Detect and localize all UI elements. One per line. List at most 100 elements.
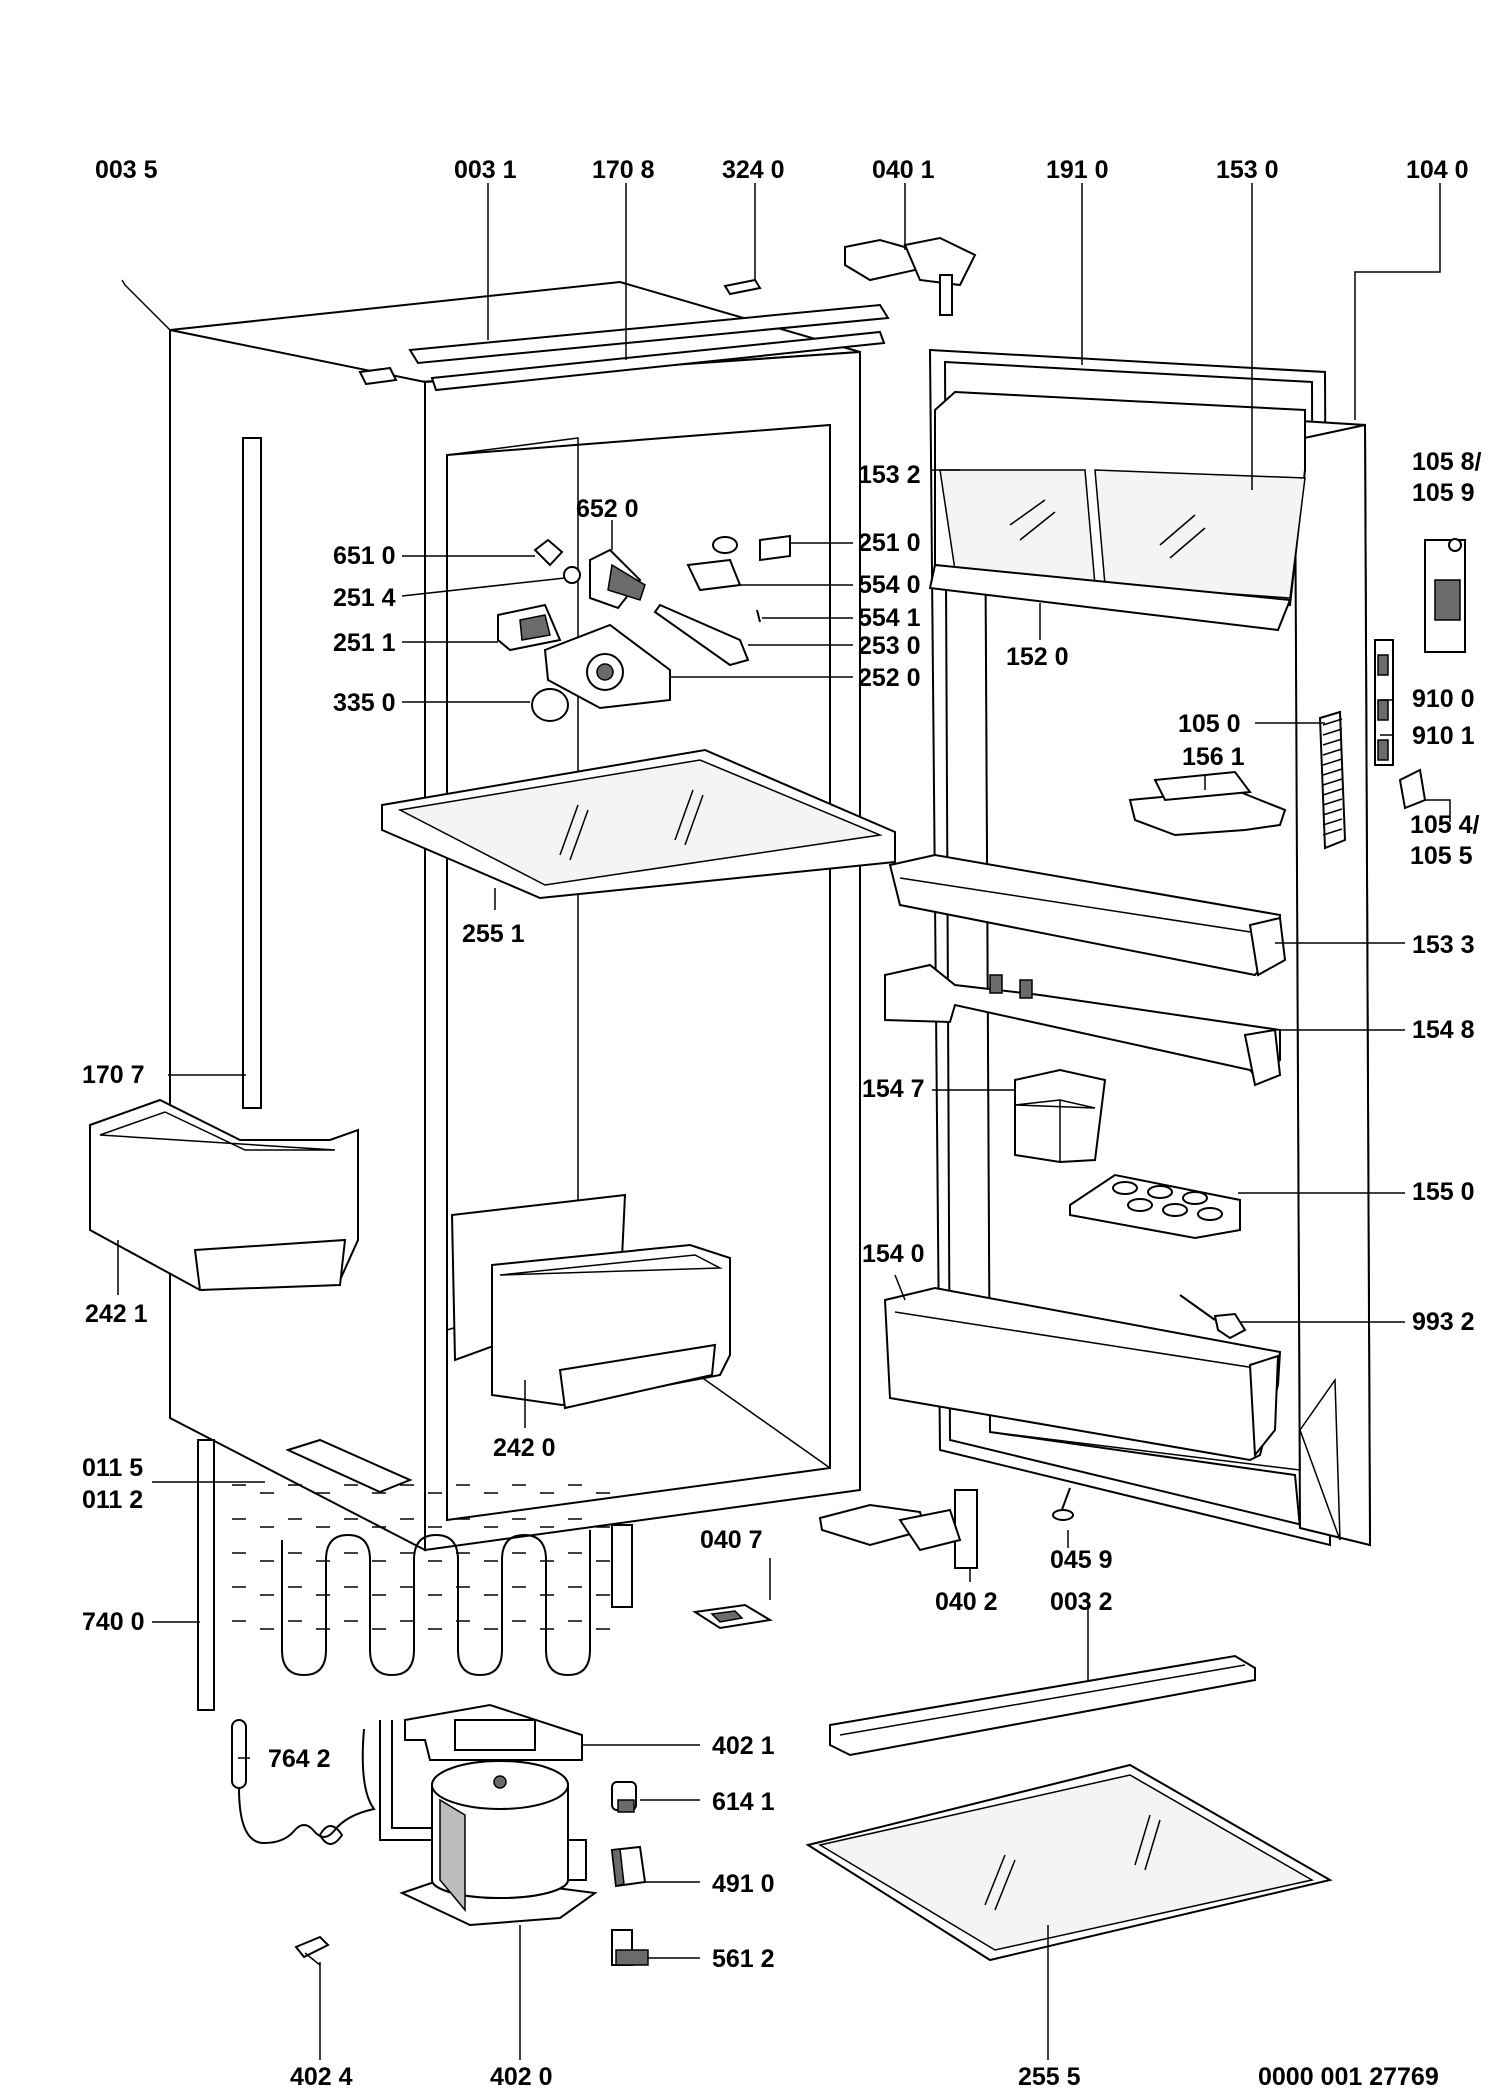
label-104-0: 104 0: [1406, 156, 1469, 184]
label-554-0: 554 0: [858, 571, 921, 599]
egg-cup: [1112, 1181, 1138, 1195]
label-335-0: 335 0: [333, 689, 396, 717]
label-040-1: 040 1: [872, 156, 935, 184]
label-105-9: 105 9: [1412, 479, 1475, 507]
seal-hatch-line: [1322, 818, 1343, 826]
label-153-3: 153 3: [1412, 931, 1475, 959]
egg-cup: [1127, 1198, 1153, 1212]
label-170-8: 170 8: [592, 156, 655, 184]
leader-lines: [117, 183, 1451, 2060]
label-764-2: 764 2: [268, 1745, 331, 1773]
relay-614-1: [611, 1781, 637, 1813]
seal-hatch-line: [1322, 798, 1343, 806]
label-910-1: 910 1: [1412, 722, 1475, 750]
door-box-242-1: [89, 1098, 359, 1292]
spring-993-2: [1179, 1294, 1247, 1340]
label-242-1: 242 1: [85, 1300, 148, 1328]
label-011-5: 011 5: [82, 1454, 143, 1482]
label-554-1: 554 1: [858, 604, 921, 632]
label-153-0: 153 0: [1216, 156, 1279, 184]
label-105-4: 105 4/: [1410, 811, 1480, 839]
label-255-1: 255 1: [462, 920, 525, 948]
label-105-8: 105 8/: [1412, 448, 1482, 476]
label-910-0: 910 0: [1412, 685, 1475, 713]
label-491-0: 491 0: [712, 1870, 775, 1898]
glass-shelf-255-5: [805, 1763, 1333, 1962]
label-152-0: 152 0: [1006, 643, 1069, 671]
dairy-compartment: [928, 390, 1306, 632]
label-040-2: 040 2: [935, 1588, 998, 1616]
protector-491-0: [610, 1845, 647, 1888]
seal-hatch-line: [1322, 808, 1343, 816]
label-105-5: 105 5: [1410, 842, 1473, 870]
label-402-0: 402 0: [490, 2063, 553, 2091]
label-324-0: 324 0: [722, 156, 785, 184]
label-252-0: 252 0: [858, 664, 921, 692]
clip-561-2: [611, 1929, 649, 1966]
pad-040-7: [692, 1603, 773, 1630]
thermostat-sensor: [231, 1719, 376, 1845]
seal-hatch-line: [1322, 728, 1343, 736]
label-011-2: 011 2: [82, 1486, 143, 1514]
label-045-9: 045 9: [1050, 1546, 1113, 1574]
seal-hatch-line: [1322, 768, 1343, 776]
label-251-4: 251 4: [333, 584, 396, 612]
label-993-2: 993 2: [1412, 1308, 1475, 1336]
label-040-7: 040 7: [700, 1526, 763, 1554]
top-hinge: [723, 236, 977, 316]
label-652-0: 652 0: [576, 495, 639, 523]
door-seal-strip-105-0: [1318, 710, 1347, 850]
crisper-drawer: [450, 1193, 731, 1410]
label-105-0: 105 0: [1178, 710, 1241, 738]
egg-cup: [1182, 1191, 1208, 1205]
door-shelf-154-8: [884, 963, 1282, 1087]
label-155-0: 155 0: [1412, 1178, 1475, 1206]
label-191-0: 191 0: [1046, 156, 1109, 184]
egg-tray-155-0: [1069, 1173, 1241, 1240]
door: [928, 348, 1372, 1547]
seal-hatch-line: [1322, 758, 1343, 766]
document-number: 0000 001 27769: [1258, 2063, 1439, 2091]
label-255-5: 255 5: [1018, 2063, 1081, 2091]
label-740-0: 740 0: [82, 1608, 145, 1636]
door-box-154-7: [1014, 1068, 1107, 1164]
label-242-0: 242 0: [493, 1434, 556, 1462]
label-156-1: 156 1: [1182, 743, 1245, 771]
seal-hatch-line: [1322, 748, 1343, 756]
seal-hatch-line: [1322, 738, 1343, 746]
label-154-0: 154 0: [862, 1240, 925, 1268]
part-labels: 003 5 003 1 170 8 324 0 040 1 191 0 153 …: [82, 156, 1482, 2091]
label-003-5: 003 5: [95, 156, 158, 184]
light-switch-parts: [497, 534, 791, 722]
egg-cup: [1197, 1207, 1223, 1221]
glass-shelf-255-1: [381, 748, 896, 900]
condenser: [197, 1439, 633, 1711]
seal-hatch-line: [1322, 778, 1343, 786]
label-003-1: 003 1: [454, 156, 517, 184]
label-154-8: 154 8: [1412, 1016, 1475, 1044]
label-561-2: 561 2: [712, 1945, 775, 1973]
compressor-mount-402-1: [404, 1703, 583, 1761]
label-153-2: 153 2: [858, 461, 921, 489]
label-614-1: 614 1: [712, 1788, 775, 1816]
label-402-4: 402 4: [290, 2063, 353, 2091]
screw-045-9: [1052, 1487, 1074, 1521]
door-balcony-153-3: [888, 853, 1287, 977]
label-402-1: 402 1: [712, 1732, 775, 1760]
seal-hatch-line: [1322, 828, 1343, 836]
door-balcony-154-0: [883, 1286, 1282, 1462]
bottom-hinge: [818, 1489, 978, 1569]
label-003-2: 003 2: [1050, 1588, 1113, 1616]
seal-hatch-line: [1322, 718, 1343, 726]
label-651-0: 651 0: [333, 542, 396, 570]
label-170-7: 170 7: [82, 1061, 145, 1089]
butter-box-156-1: [1128, 770, 1287, 837]
clip-402-4: [294, 1935, 330, 1966]
cover-strip-003-2: [829, 1654, 1256, 1757]
label-253-0: 253 0: [858, 632, 921, 660]
egg-cup: [1147, 1185, 1173, 1199]
label-251-0: 251 0: [858, 529, 921, 557]
seal-hatch-line: [1322, 788, 1343, 796]
label-154-7: 154 7: [862, 1075, 925, 1103]
